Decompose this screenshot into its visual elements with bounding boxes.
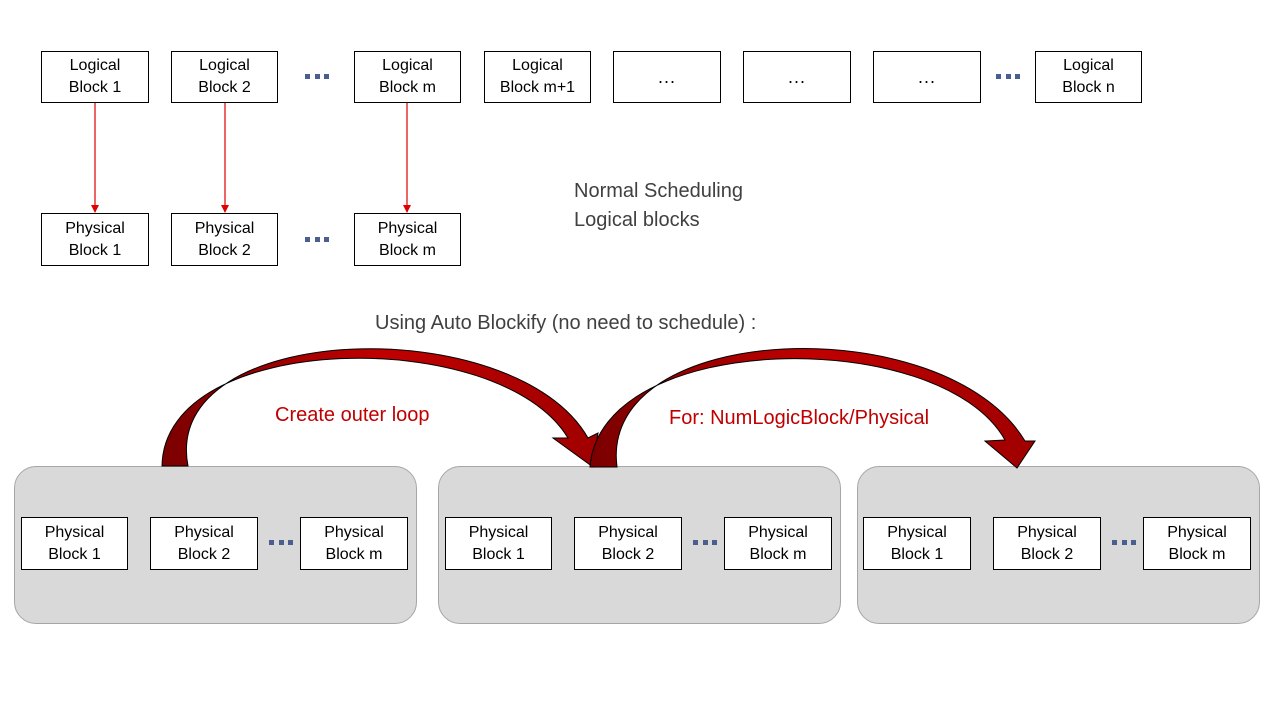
group-2-physical-block-m: Physical Block m [724,517,832,570]
group-3-physical-block-2: Physical Block 2 [993,517,1101,570]
logical-block-n: Logical Block n [1035,51,1142,103]
logical-block-placeholder: ... [873,51,981,103]
group-3-physical-block-1: Physical Block 1 [863,517,971,570]
physical-block-m: Physical Block m [354,213,461,266]
ellipsis-icon [996,74,1020,79]
logical-block-placeholder: ... [613,51,721,103]
group-2-physical-block-2: Physical Block 2 [574,517,682,570]
group-1-physical-block-1: Physical Block 1 [21,517,128,570]
logical-block-m-plus-1: Logical Block m+1 [484,51,591,103]
auto-blockify-label: Using Auto Blockify (no need to schedule… [375,312,757,334]
group-3-physical-block-m: Physical Block m [1143,517,1251,570]
ellipsis-icon [305,74,329,79]
normal-scheduling-label: Normal Scheduling Logical blocks [574,180,743,231]
physical-block-2: Physical Block 2 [171,213,278,266]
ellipsis-icon [269,540,293,545]
physical-block-1: Physical Block 1 [41,213,149,266]
group-1-physical-block-m: Physical Block m [300,517,408,570]
for-loop-label: For: NumLogicBlock/Physical [669,407,930,429]
logical-block-placeholder: ... [743,51,851,103]
ellipsis-icon [693,540,717,545]
ellipsis-icon [1112,540,1136,545]
ellipsis-icon [305,237,329,242]
create-outer-loop-label: Create outer loop [275,404,430,426]
logical-block-m: Logical Block m [354,51,461,103]
logical-block-2: Logical Block 2 [171,51,278,103]
group-1-physical-block-2: Physical Block 2 [150,517,258,570]
group-2-physical-block-1: Physical Block 1 [445,517,552,570]
logical-block-1: Logical Block 1 [41,51,149,103]
